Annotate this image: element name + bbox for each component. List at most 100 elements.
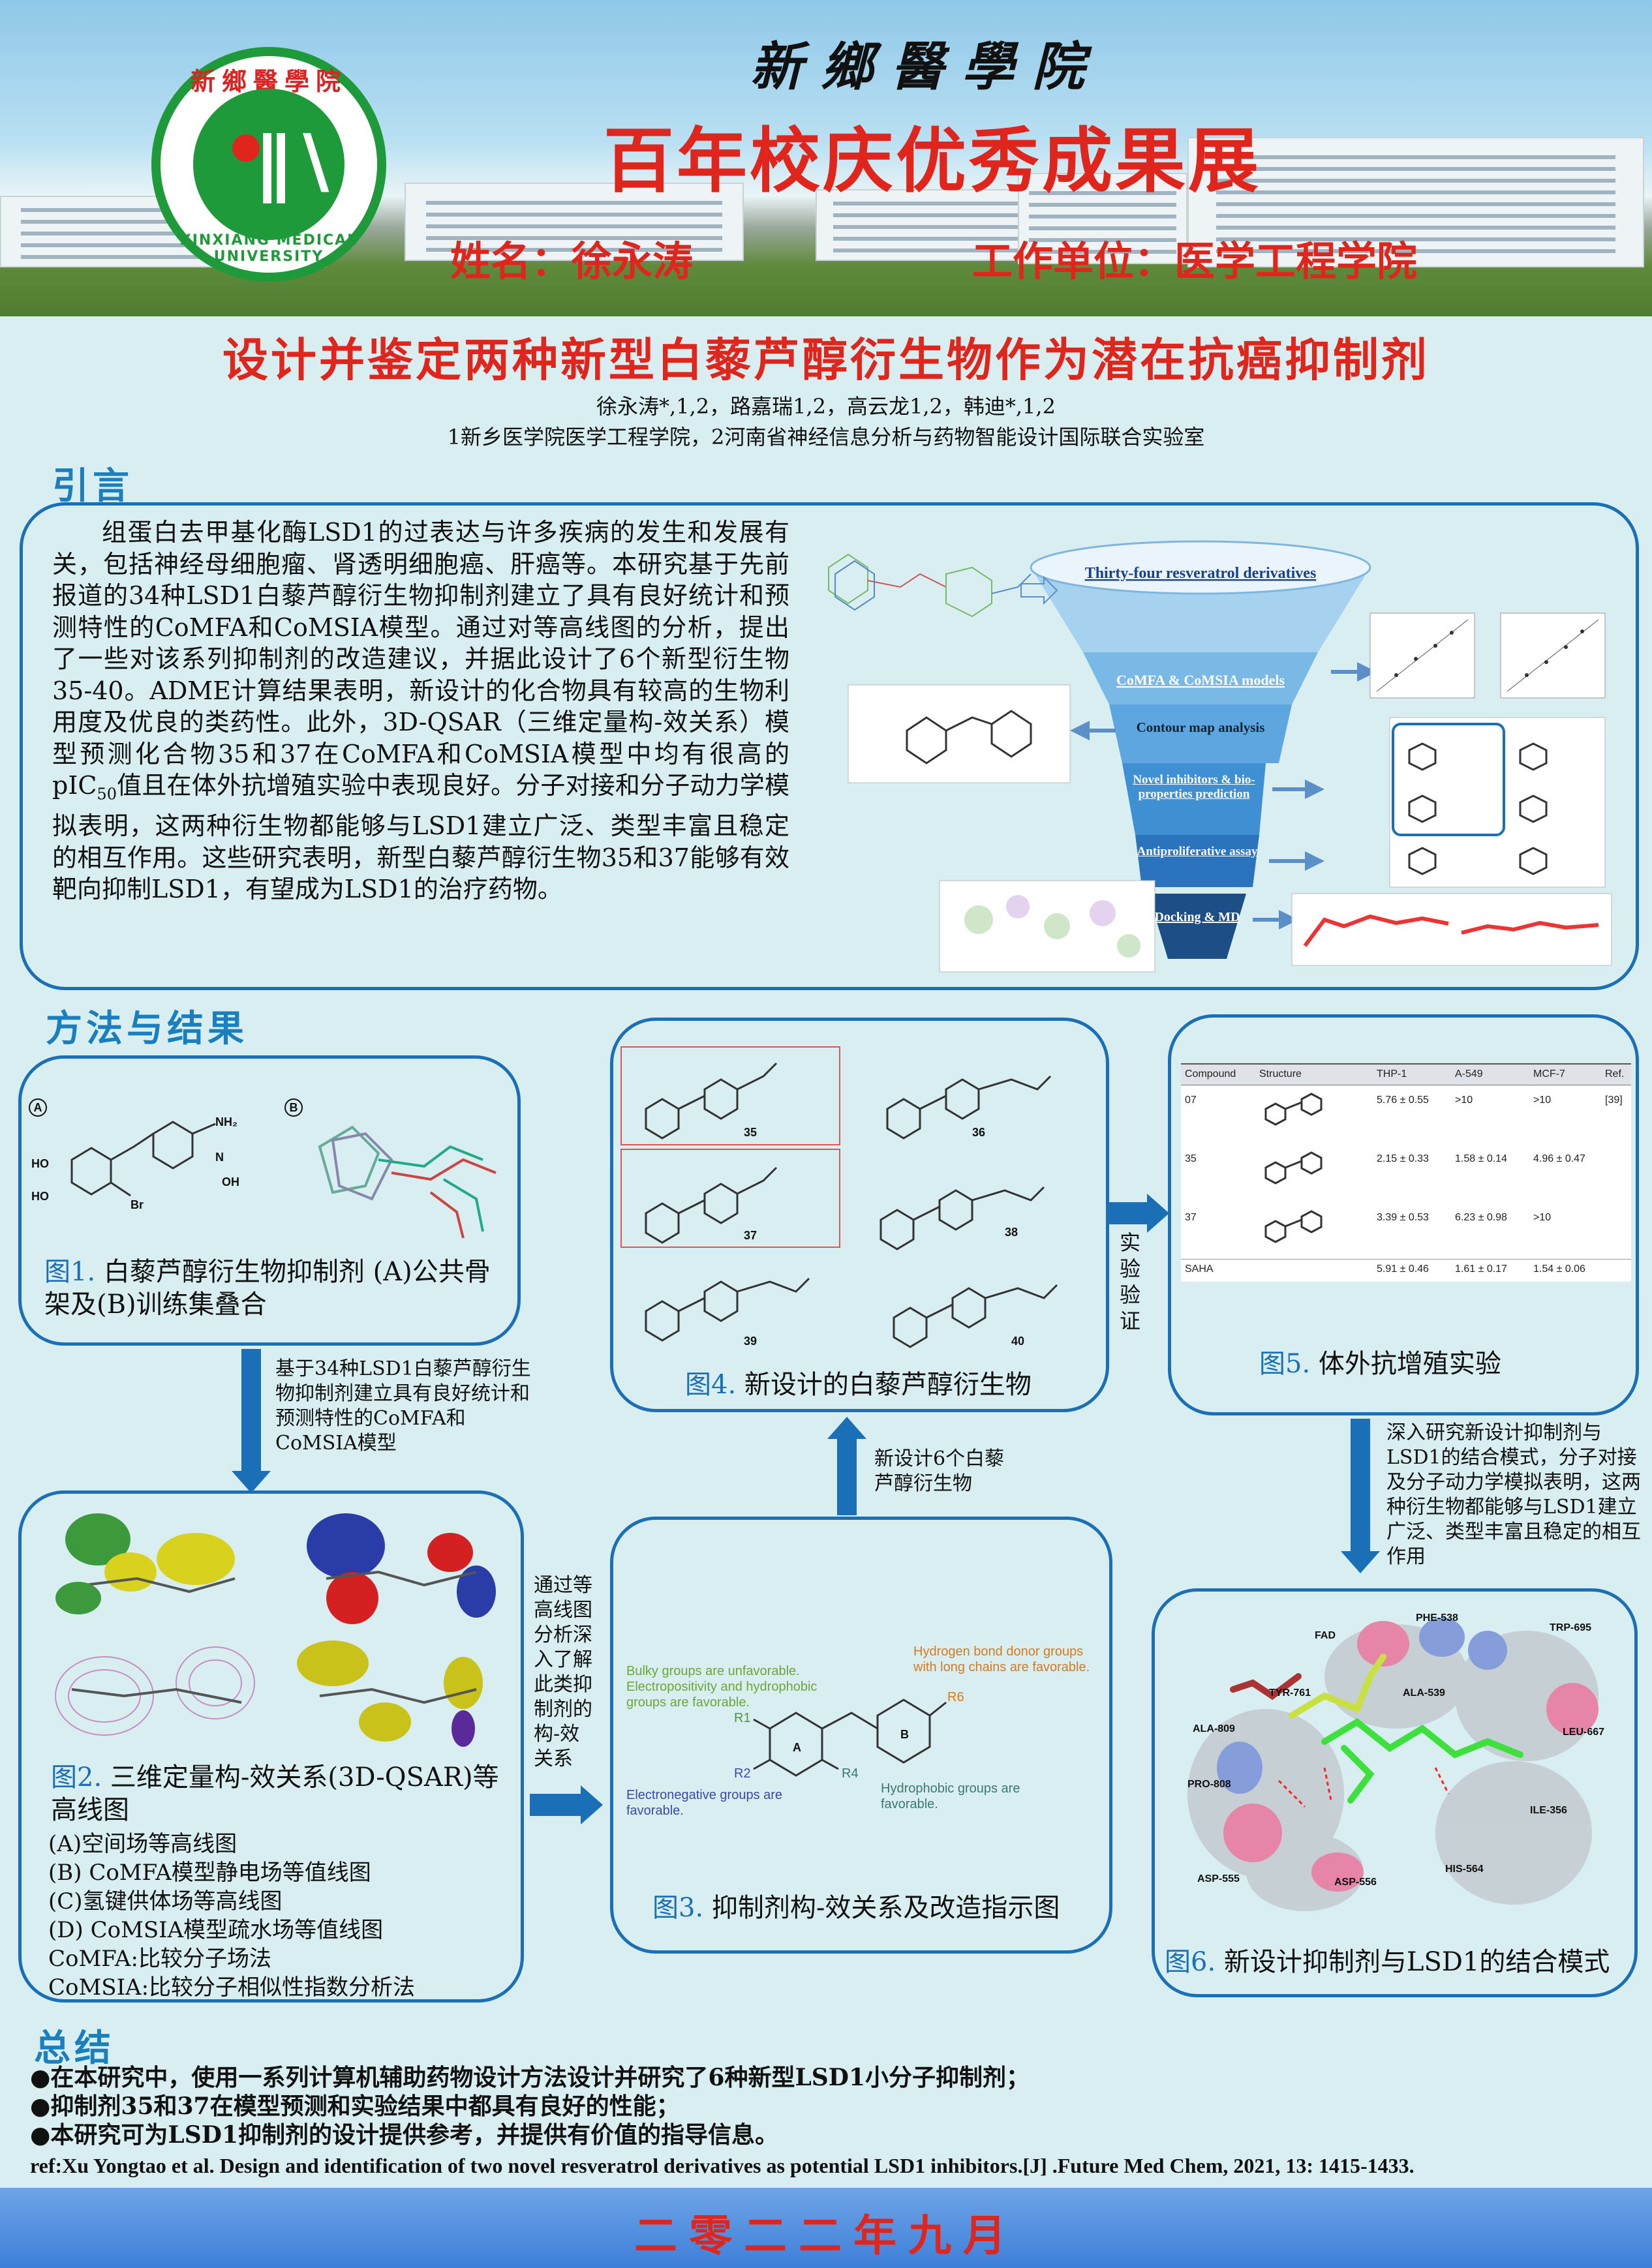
compound-label: 36 (972, 1126, 985, 1139)
residue-label: ASP-555 (1197, 1873, 1240, 1884)
fig4-compounds: 35 36 37 38 39 40 (620, 1046, 1058, 1348)
intro-text: 组蛋白去甲基化酶LSD1的过表达与许多疾病的发生和发展有关，包括神经母细胞瘤、肾… (52, 517, 789, 905)
intro-workflow-graphic: Thirty-four resveratrol derivatives CoMF… (828, 540, 1612, 973)
building (1018, 173, 1187, 264)
th-compound: Compound (1185, 1068, 1236, 1080)
th-ref: Ref. (1605, 1068, 1625, 1080)
svg-text:R1: R1 (734, 1711, 751, 1725)
fig2-panel (18, 1490, 524, 2003)
section-summary-heading: 总结 (34, 2027, 115, 2070)
th-mcf7: MCF-7 (1533, 1068, 1565, 1080)
fig2-legend-line: (C)氢键供体场等高线图 (48, 1888, 283, 1914)
note-bulky: Bulky groups are unfavorable. (626, 1664, 800, 1678)
exhibition-title: 百年校庆优秀成果展 (604, 120, 1262, 202)
scaffold-structure (70, 1121, 216, 1197)
residue-label: ASP-556 (1334, 1877, 1377, 1888)
compound-label: 40 (1011, 1335, 1024, 1348)
note-hbond: Hydrogen bond donor groups with long cha… (913, 1644, 1090, 1674)
svg-text:B: B (900, 1728, 909, 1741)
residue-label: PHE-538 (1416, 1612, 1458, 1624)
fig5-caption: 图5. 体外抗增殖实验 (1259, 1349, 1501, 1379)
funnel-step-5: Antiproliferative assay (1137, 845, 1258, 858)
building (405, 183, 744, 261)
svg-text:HO: HO (31, 1157, 49, 1170)
contour-c (55, 1646, 255, 1736)
svg-text:NH₂: NH₂ (215, 1115, 237, 1128)
training-set-overlay (318, 1125, 497, 1239)
arrow-4-text: 实验验证 (1120, 1230, 1141, 1333)
compound-label: 38 (1005, 1226, 1018, 1239)
contour-a (55, 1513, 236, 1614)
fig1-graphic: A B HO HO Br NH₂ N OH (29, 1098, 497, 1239)
protein-surface (1187, 1618, 1598, 1911)
fig2-caption: 图2. 三维定量构-效关系(3D-QSAR)等高线图 (51, 1762, 499, 1825)
funnel-step-4: Novel inhibitors & bio-properties predic… (1133, 773, 1255, 801)
svg-text:R4: R4 (842, 1766, 859, 1781)
fig1-panel (18, 1055, 521, 1346)
residue-label: PRO-808 (1187, 1779, 1231, 1790)
funnel-step-2: CoMFA & CoMSIA models (1116, 672, 1285, 688)
svg-text:N: N (215, 1151, 224, 1164)
summary-list: ●在本研究中，使用一系列计算机辅助药物设计方法设计并研究了6种新型LSD1小分子… (30, 2063, 1030, 2149)
regression-plots (1369, 612, 1606, 699)
note-hydrophobic: Hydrophobic groups are favorable. (881, 1781, 1020, 1811)
contour-b (307, 1513, 496, 1624)
note-electroneg: Electronegative groups are favorable. (626, 1788, 783, 1818)
residue-label: TYR-761 (1269, 1687, 1311, 1699)
svg-text:A: A (793, 1741, 801, 1754)
fig2-contour-maps (55, 1513, 496, 1747)
fig6-binding-mode: PHE-538 TRP-695 FAD ALA-539 TYR-761 LEU-… (1187, 1612, 1604, 1911)
footer-bar (0, 2188, 1652, 2268)
affiliations: 1新乡医学院医学工程学院，2河南省神经信息分析与药物智能设计国际联合实验室 (447, 425, 1205, 449)
section-intro-heading: 引言 (52, 464, 133, 507)
poster-title: 设计并鉴定两种新型白藜芦醇衍生物作为潜在抗癌抑制剂 (222, 333, 1430, 387)
note-electro: Electropositivity and hydrophobic groups… (626, 1680, 818, 1710)
fig3-caption: 图3. 抑制剂构-效关系及改造指示图 (652, 1893, 1060, 1923)
fig2-legend: (A)空间场等高线图 (B) CoMFA模型静电场等值线图 (C)氢键供体场等高… (48, 1830, 415, 2002)
svg-text:Br: Br (130, 1198, 144, 1211)
overlay-molecules (828, 553, 1032, 618)
arrow-2-text: 通过等高线图分析深入了解此类抑制剂的构-效关系 (534, 1574, 592, 1770)
residue-label: ALA-809 (1193, 1723, 1235, 1734)
work-unit: 工作单位：医学工程学院 (972, 237, 1418, 285)
residue-label: ILE-356 (1530, 1805, 1567, 1816)
footer-date: 二零二二年九月 (634, 2210, 1018, 2261)
intro-text-sub: 50 (97, 785, 117, 804)
arrow-3-text: 新设计6个白藜芦醇衍生物 (874, 1447, 1005, 1495)
fig2-legend-line: (A)空间场等高线图 (48, 1831, 237, 1857)
table-row: SAHA 5.91 ± 0.46 1.61 ± 0.17 1.54 ± 0.06 (1181, 1259, 1631, 1280)
arrow-down-5 (1351, 1419, 1370, 1552)
arrow-1-text: 基于34种LSD1白藜芦醇衍生物抑制剂建立具有良好统计和预测特性的CoMFA和C… (275, 1357, 531, 1455)
th-thp1: THP-1 (1377, 1068, 1407, 1080)
reference: ref:Xu Yongtao et al. Design and identif… (30, 2154, 1415, 2177)
arrow-right-2 (530, 1794, 582, 1816)
fig4-caption: 图4. 新设计的白藜芦醇衍生物 (685, 1370, 1032, 1400)
funnel-step-3: Contour map analysis (1137, 719, 1265, 735)
funnel-step-6: Docking & MD (1154, 910, 1240, 924)
fig5-table: Compound Structure THP-1 A-549 MCF-7 Ref… (1181, 1063, 1631, 1282)
contour-d (297, 1641, 483, 1747)
summary-item: ●抑制剂35和37在模型预测和实验结果中都具有良好的性能； (30, 2093, 680, 2120)
compound-label: 37 (744, 1229, 757, 1242)
residue-label: LEU-667 (1563, 1727, 1604, 1738)
fig2-legend-line: (D) CoMSIA模型疏水场等值线图 (48, 1917, 384, 1943)
fig3-sar-diagram: A B R1 R2 R4 R6 Bulky groups are unfavor… (626, 1644, 1090, 1818)
fig1-label-b: B (290, 1101, 298, 1114)
arrow-right-4 (1109, 1202, 1148, 1224)
fig1-label-a: A (34, 1101, 42, 1114)
arrow-down-1 (241, 1349, 261, 1473)
svg-text:R2: R2 (734, 1766, 751, 1781)
residue-label: FAD (1315, 1630, 1336, 1641)
school-name: 新鄉醫學院 (750, 36, 1103, 97)
fig3-panel (610, 1517, 1112, 1954)
residue-label: HIS-564 (1445, 1864, 1484, 1875)
th-structure: Structure (1259, 1068, 1302, 1080)
university-logo: 新鄉醫學院 ∥∖ XINXIANG MEDICAL UNIVERSITY (151, 47, 386, 282)
fig1-caption: 图1. 白藜芦醇衍生物抑制剂 (A)公共骨架及(B)训练集叠合 (44, 1257, 491, 1320)
compound-label: 39 (744, 1335, 757, 1348)
fig4-panel (610, 1018, 1109, 1412)
residue-label: ALA-539 (1403, 1687, 1445, 1699)
fig2-legend-line: (B) CoMFA模型静电场等值线图 (48, 1860, 371, 1886)
fig6-caption: 图6. 新设计抑制剂与LSD1的结合模式 (1165, 1947, 1610, 1977)
svg-text:R6: R6 (947, 1690, 964, 1704)
